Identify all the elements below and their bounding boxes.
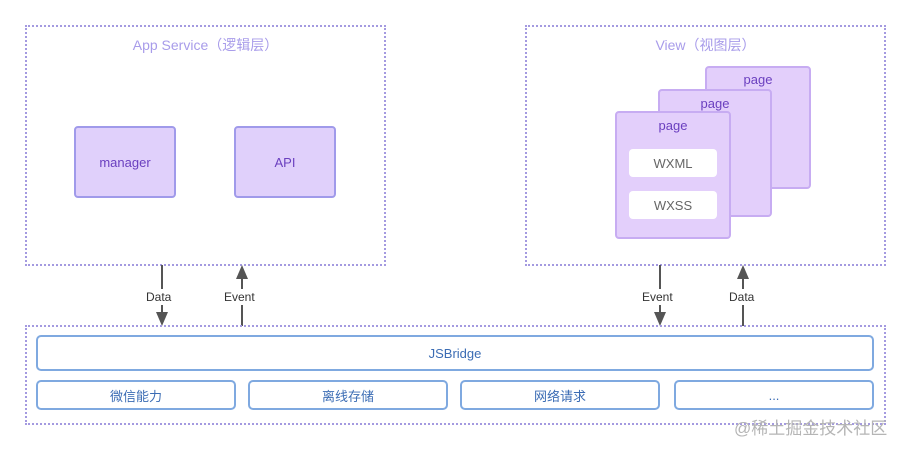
capability-label: 离线存储 [321,388,374,404]
connection-label: Event [224,289,255,305]
app-service-title: App Service（逻辑层） [132,37,279,53]
native-group [25,325,886,425]
wxml-label: WXML [653,155,693,171]
view-group [525,25,886,266]
capability-box-more: ... [674,380,874,410]
arrowhead-up-icon [236,265,248,279]
page-label: page [700,96,730,111]
app-service-group [25,25,386,266]
connection-label: Data [146,289,172,305]
arrowhead-up-icon [737,265,749,279]
api-box: API [234,126,336,198]
wxss-label: WXSS [653,197,693,213]
capability-label: 网络请求 [533,388,586,404]
capability-box-network: 网络请求 [460,380,660,410]
wxml-box: WXML [629,149,717,177]
jsbridge-box: JSBridge [36,335,874,371]
api-label: API [274,154,296,170]
jsbridge-label: JSBridge [428,345,482,361]
arrowhead-down-icon [654,312,666,326]
manager-label: manager [99,154,151,170]
wxss-box: WXSS [629,191,717,219]
page-card-front: page WXML WXSS [615,111,731,239]
page-label: page [743,72,773,87]
capability-box-wechat: 微信能力 [36,380,236,410]
connection-label: Data [729,289,755,305]
arrowhead-down-icon [156,312,168,326]
connection-label: Event [642,289,673,305]
watermark: @稀土掘金技术社区 [734,419,888,438]
view-title: View（视图层） [655,37,756,53]
capability-label: 微信能力 [109,388,162,404]
page-label: page [658,118,688,133]
capability-box-offline-storage: 离线存储 [248,380,448,410]
capability-label: ... [768,387,780,403]
manager-box: manager [74,126,176,198]
